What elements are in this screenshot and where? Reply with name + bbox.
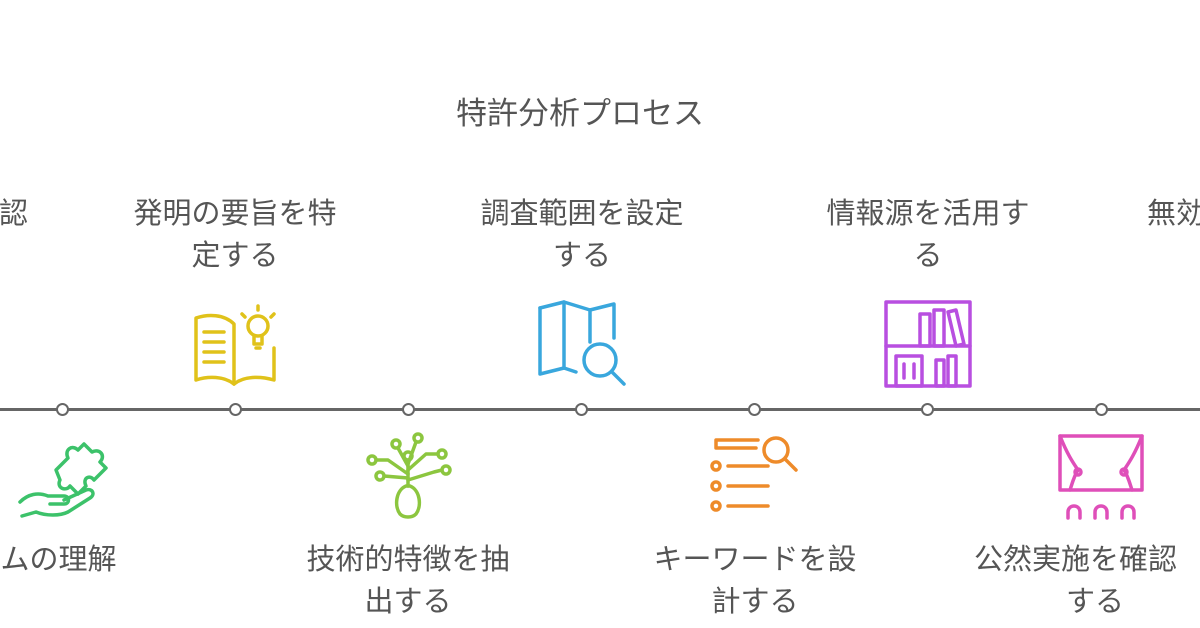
step-label-line: 情報源を活用す [826, 196, 1030, 230]
timeline-node [229, 403, 242, 416]
book-lightbulb-icon [190, 300, 280, 390]
diagram-title: 特許分析プロセス [456, 96, 704, 132]
step-label-line: ルームの理解 [0, 542, 117, 576]
timeline-node [402, 403, 415, 416]
step-label-line: する [1066, 584, 1125, 618]
puzzle-hand-icon [16, 430, 108, 522]
step-label-line: 調査範囲を設定 [480, 196, 684, 230]
step-label-line: キーワードを設 [653, 542, 857, 576]
bookshelf-icon [884, 300, 972, 388]
step-label-line: 定する [191, 238, 279, 272]
step-label-line: 発明の要旨を特 [133, 196, 337, 230]
branching-vase-icon [362, 430, 452, 522]
step-label-line: る [913, 238, 943, 272]
step-label-line: 技術的特徴を抽 [306, 542, 510, 576]
timeline-line [0, 408, 1200, 411]
timeline-node [748, 403, 761, 416]
step-label-invalidity: 無効 [1147, 192, 1200, 234]
stage-curtain-icon [1056, 432, 1146, 520]
list-search-icon [708, 432, 800, 518]
step-label-line: する [552, 238, 611, 272]
step-label-confirm: 認 [0, 192, 28, 234]
step-label-set-scope: 調査範囲を設定 する [432, 192, 732, 276]
step-label-claim-understanding: ルームの理解 [0, 538, 180, 580]
step-label-identify-invention: 発明の要旨を特 定する [85, 192, 385, 276]
map-search-icon [536, 298, 628, 390]
step-label-line: 出する [364, 584, 452, 618]
step-label-line: 認 [0, 196, 28, 230]
timeline-node [921, 403, 934, 416]
timeline-node [1095, 403, 1108, 416]
step-label-design-keywords: キーワードを設 計する [605, 538, 905, 622]
step-label-line: 計する [711, 584, 799, 618]
timeline-node [56, 403, 69, 416]
step-label-extract-features: 技術的特徴を抽 出する [258, 538, 558, 622]
timeline-node [575, 403, 588, 416]
step-label-line: 公然実施を確認 [974, 542, 1178, 576]
step-label-use-sources: 情報源を活用す る [778, 192, 1078, 276]
step-label-line: 無効 [1147, 196, 1200, 230]
step-label-confirm-public-use: 公然実施を確認 する [948, 538, 1200, 622]
